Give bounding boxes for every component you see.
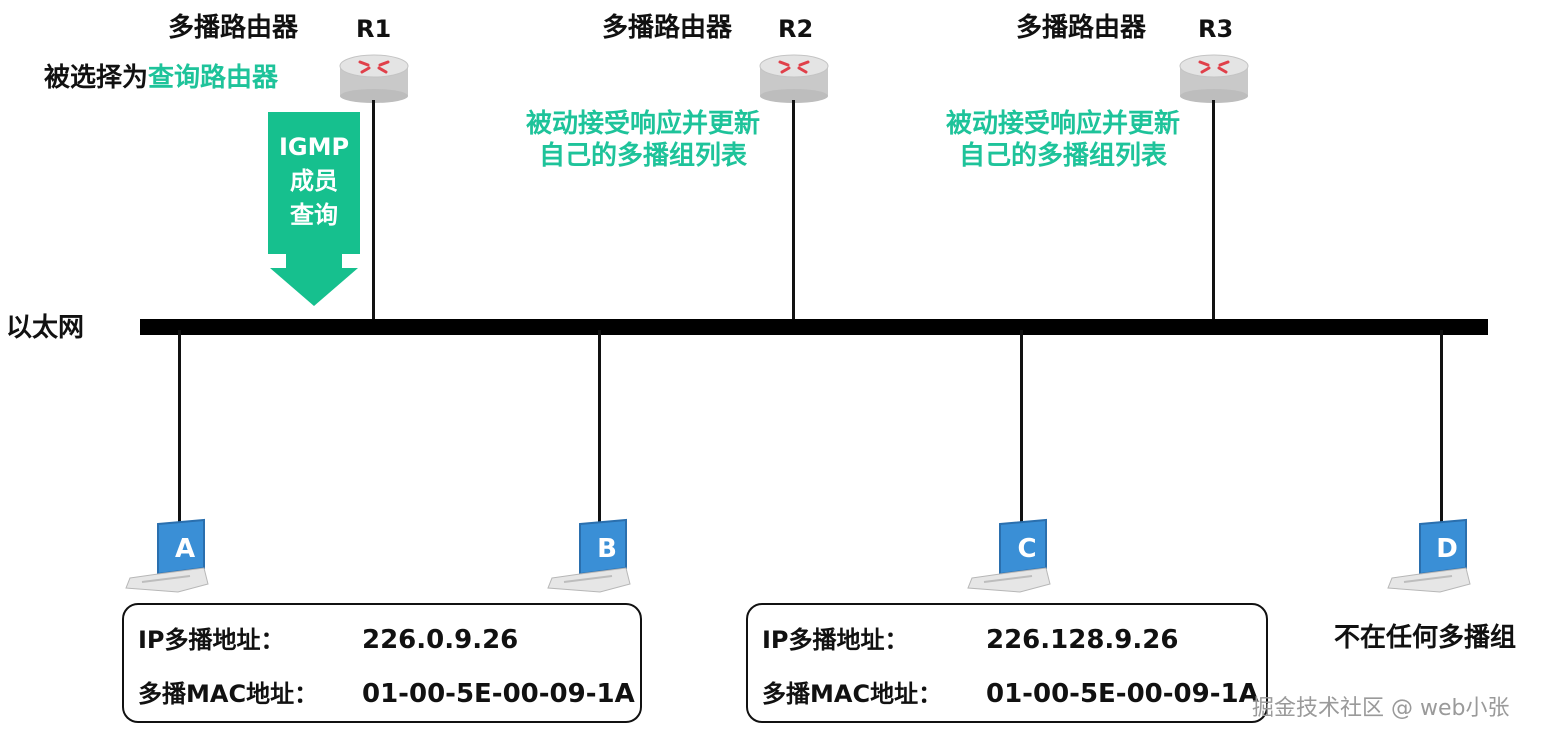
- host-c-link: [1020, 330, 1023, 526]
- host-b-letter: B: [597, 534, 617, 564]
- group2-ip-value: 226.128.9.26: [986, 625, 1179, 655]
- group1-ip-label: IP多播地址：: [138, 626, 285, 654]
- down-arrow-icon: [268, 112, 360, 306]
- host-a: A: [120, 518, 216, 604]
- group1-mac-value: 01-00-5E-00-09-1A: [362, 679, 635, 709]
- host-d-link: [1440, 330, 1443, 526]
- r3-note-line2: 自己的多播组列表: [958, 141, 1167, 171]
- router-r3-title: 多播路由器: [1016, 13, 1147, 43]
- r3-note: 被动接受响应并更新 自己的多播组列表: [922, 108, 1204, 172]
- host-a-letter: A: [174, 534, 196, 564]
- r1-role-prefix: 被选择为: [44, 63, 149, 93]
- igmp-arrow-line2: 成员: [290, 167, 338, 195]
- router-r2-link: [792, 100, 795, 322]
- laptop-icon: [967, 518, 1051, 593]
- host-a-link: [178, 330, 181, 526]
- r2-note: 被动接受响应并更新 自己的多播组列表: [502, 108, 784, 172]
- router-icon: [759, 54, 829, 103]
- router-r1-link: [372, 100, 375, 322]
- router-r1-title: 多播路由器: [168, 13, 299, 43]
- router-r2-label: R2: [778, 15, 814, 43]
- r2-note-line2: 自己的多播组列表: [538, 141, 747, 171]
- laptop-icon: [125, 518, 209, 593]
- host-b: B: [542, 518, 638, 604]
- multicast-group-box-1: IP多播地址： 226.0.9.26 多播MAC地址： 01-00-5E-00-…: [122, 603, 642, 723]
- host-c-letter: C: [1017, 534, 1037, 564]
- credit-watermark: 掘金技术社区 @ web小张: [1252, 696, 1510, 721]
- igmp-arrow-line1: IGMP: [278, 133, 350, 161]
- host-d-letter: D: [1436, 534, 1458, 564]
- router-r3-label: R3: [1198, 15, 1234, 43]
- r2-note-line1: 被动接受响应并更新: [525, 109, 760, 139]
- host-b-link: [598, 330, 601, 526]
- laptop-icon: [1387, 518, 1471, 593]
- r1-role-highlight: 查询路由器: [148, 63, 279, 93]
- group2-mac-value: 01-00-5E-00-09-1A: [986, 679, 1259, 709]
- r1-role-text: 被选择为查询路由器: [44, 62, 278, 94]
- ethernet-label: 以太网: [6, 313, 85, 343]
- igmp-arrow-line3: 查询: [290, 201, 338, 229]
- igmp-arrow-label: IGMP 成员 查询: [264, 130, 364, 232]
- router-r2-title: 多播路由器: [602, 13, 733, 43]
- router-icon: [1179, 54, 1249, 103]
- router-r1-label: R1: [356, 15, 392, 43]
- router-icon: [339, 54, 409, 103]
- router-r3-link: [1212, 100, 1215, 322]
- host-c: C: [962, 518, 1058, 604]
- multicast-group-box-2: IP多播地址： 226.128.9.26 多播MAC地址： 01-00-5E-0…: [746, 603, 1268, 723]
- igmp-query-arrow: IGMP 成员 查询: [264, 112, 364, 308]
- group2-mac-label: 多播MAC地址：: [762, 680, 943, 708]
- laptop-icon: [547, 518, 631, 593]
- ethernet-bus: [140, 319, 1488, 335]
- host-d: D: [1382, 518, 1478, 604]
- group1-mac-label: 多播MAC地址：: [138, 680, 319, 708]
- r3-note-line1: 被动接受响应并更新: [945, 109, 1180, 139]
- group2-ip-label: IP多播地址：: [762, 626, 909, 654]
- group1-ip-value: 226.0.9.26: [362, 625, 519, 655]
- host-d-note: 不在任何多播组: [1334, 623, 1517, 653]
